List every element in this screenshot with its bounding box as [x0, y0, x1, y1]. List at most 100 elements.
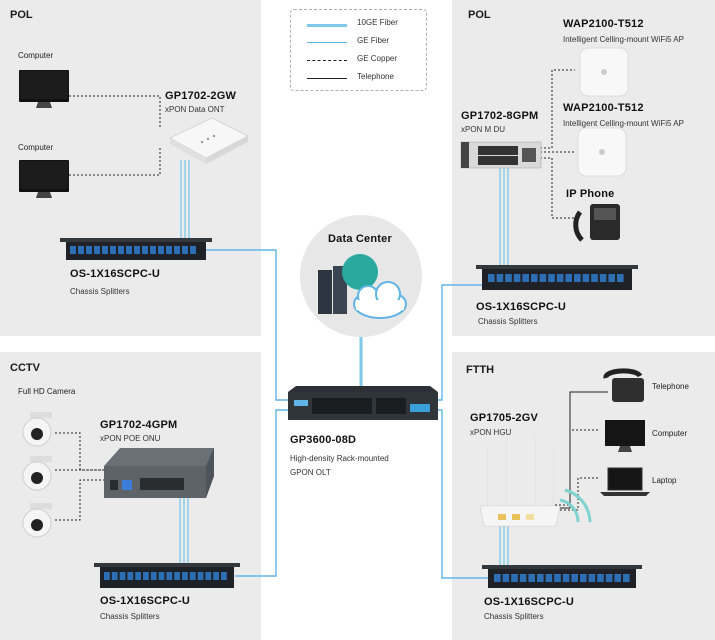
splitter-port [150, 246, 156, 254]
mdu-switch [460, 141, 542, 169]
splitter-port [143, 572, 149, 580]
splitter-port [213, 572, 219, 580]
laptop-label: Laptop [652, 476, 677, 485]
olt-desc-1: High-density Rack-mounted [290, 454, 389, 463]
olt-device [288, 386, 438, 420]
pol-right-title: POL [468, 9, 491, 21]
computer-1 [19, 70, 69, 108]
laptop-device [600, 467, 650, 496]
legend-ge-copper: GE Copper [307, 54, 422, 68]
splitter-port [597, 574, 604, 582]
datacenter-title: Data Center [328, 233, 392, 245]
computer-2 [19, 160, 69, 198]
onu-device [104, 448, 214, 498]
splitter-port [150, 572, 157, 580]
splitter-port [182, 572, 188, 580]
splitter-port [197, 572, 204, 580]
ap-1 [579, 47, 629, 97]
splitter-port [582, 274, 590, 282]
onu-desc: xPON POE ONU [100, 434, 161, 443]
data-center [300, 215, 422, 337]
splitter-pol-left-name: OS-1X16SCPC-U [70, 268, 161, 280]
splitter-port [522, 274, 529, 282]
splitter-port [599, 274, 607, 282]
splitter-port [158, 572, 165, 580]
splitter-port [571, 574, 578, 582]
splitter-port [605, 574, 613, 582]
splitter-port [554, 574, 561, 582]
telephone-label: Telephone [652, 382, 689, 391]
splitter-port [588, 574, 596, 582]
splitter-port [513, 274, 521, 282]
ap-1-desc: Intelligent Celling-mount WiFi5 AP [563, 35, 684, 44]
splitter-cctv-desc: Chassis Splitters [100, 612, 160, 621]
splitter-port [174, 572, 180, 580]
splitter-port [94, 246, 100, 254]
splitter-port [617, 274, 624, 282]
computer-1-label: Computer [18, 51, 54, 60]
splitter-port [608, 274, 615, 282]
legend-label: 10GE Fiber [357, 18, 398, 27]
splitter-port [539, 274, 547, 282]
ap-2-name: WAP2100-T512 [563, 102, 644, 114]
splitter-port [70, 246, 76, 254]
computer-device [605, 420, 645, 452]
ip-phone [573, 204, 620, 242]
splitter-port [623, 574, 630, 582]
legend-label: GE Fiber [357, 36, 390, 45]
splitter-port [537, 574, 544, 582]
splitter-cctv [94, 563, 240, 588]
computer-2-label: Computer [18, 143, 54, 152]
hgu-router [479, 434, 592, 527]
splitter-port [158, 246, 164, 254]
splitter-port [102, 246, 108, 254]
telephone-device [603, 368, 644, 402]
splitter-port [118, 246, 124, 254]
camera-3 [22, 503, 52, 538]
camera-2 [22, 456, 52, 491]
splitter-port [221, 572, 227, 580]
splitter-port [127, 572, 134, 580]
splitter-port [110, 246, 116, 254]
ont-desc: xPON Data ONT [165, 105, 225, 114]
splitter-port [166, 572, 173, 580]
camera-1 [22, 412, 52, 447]
splitter-port [134, 246, 140, 254]
fiber-links [179, 160, 509, 579]
splitter-port [562, 574, 570, 582]
cctv-title: CCTV [10, 362, 40, 374]
legend-label: GE Copper [357, 54, 398, 63]
legend-ge-fiber: GE Fiber [307, 36, 422, 50]
mdu-desc: xPON M DU [461, 125, 505, 134]
splitter-port [502, 574, 510, 582]
splitter-pol-right-name: OS-1X16SCPC-U [476, 301, 567, 313]
panel-ftth [452, 352, 715, 640]
splitter-port [182, 246, 188, 254]
splitter-port [545, 574, 553, 582]
legend: 10GE Fiber GE Fiber GE Copper Telephone [290, 9, 427, 91]
onu-name: GP1702-4GPM [100, 419, 178, 431]
splitter-pol-left [60, 238, 212, 260]
splitter-port [142, 246, 148, 254]
camera-label: Full HD Camera [18, 387, 76, 396]
computer-label: Computer [652, 429, 688, 438]
splitter-port [205, 572, 212, 580]
legend-label: Telephone [357, 72, 394, 81]
splitter-port [135, 572, 141, 580]
splitter-port [574, 274, 581, 282]
splitter-port [519, 574, 527, 582]
splitter-port [591, 274, 598, 282]
ont-name: GP1702-2GW [165, 90, 237, 102]
splitter-pol-right-desc: Chassis Splitters [478, 317, 538, 326]
splitter-port [614, 574, 621, 582]
splitter-pol-left-desc: Chassis Splitters [70, 287, 130, 296]
copper-links [55, 69, 598, 521]
splitter-port [488, 274, 495, 282]
splitter-port [86, 246, 92, 254]
splitter-port [531, 274, 538, 282]
splitter-cctv-name: OS-1X16SCPC-U [100, 595, 191, 607]
splitter-pol-right [476, 265, 638, 290]
ip-phone-name: IP Phone [566, 188, 615, 200]
splitter-ftth [482, 565, 642, 588]
